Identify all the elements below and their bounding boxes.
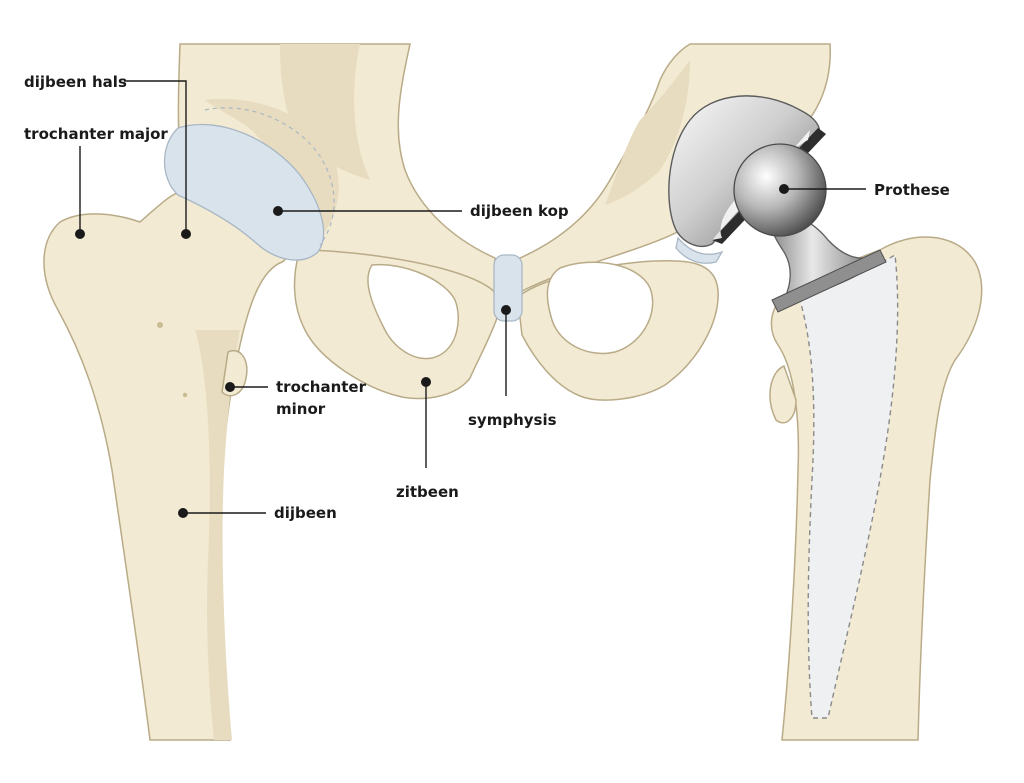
left-femur bbox=[44, 108, 334, 740]
greater-trochanter-dot bbox=[75, 229, 85, 239]
label-femoral-neck: dijbeen hals bbox=[24, 73, 127, 91]
ischium-dot bbox=[421, 377, 431, 387]
label-symphysis: symphysis bbox=[468, 411, 557, 429]
left-femur-bone bbox=[44, 190, 286, 740]
label-femoral-head: dijbeen kop bbox=[470, 202, 569, 220]
label-lesser-trochanter-1: trochanter bbox=[276, 378, 367, 396]
label-femur: dijbeen bbox=[274, 504, 337, 522]
label-ischium: zitbeen bbox=[396, 483, 459, 501]
femoral-neck-dot bbox=[181, 229, 191, 239]
prosthesis-dot bbox=[779, 184, 789, 194]
label-prosthesis: Prothese bbox=[874, 181, 950, 199]
lesser-trochanter-dot bbox=[225, 382, 235, 392]
label-lesser-trochanter-2: minor bbox=[276, 400, 326, 418]
label-greater-trochanter: trochanter major bbox=[24, 125, 168, 143]
symphysis-dot bbox=[501, 305, 511, 315]
femoral-head-dot bbox=[273, 206, 283, 216]
femur-dot bbox=[178, 508, 188, 518]
